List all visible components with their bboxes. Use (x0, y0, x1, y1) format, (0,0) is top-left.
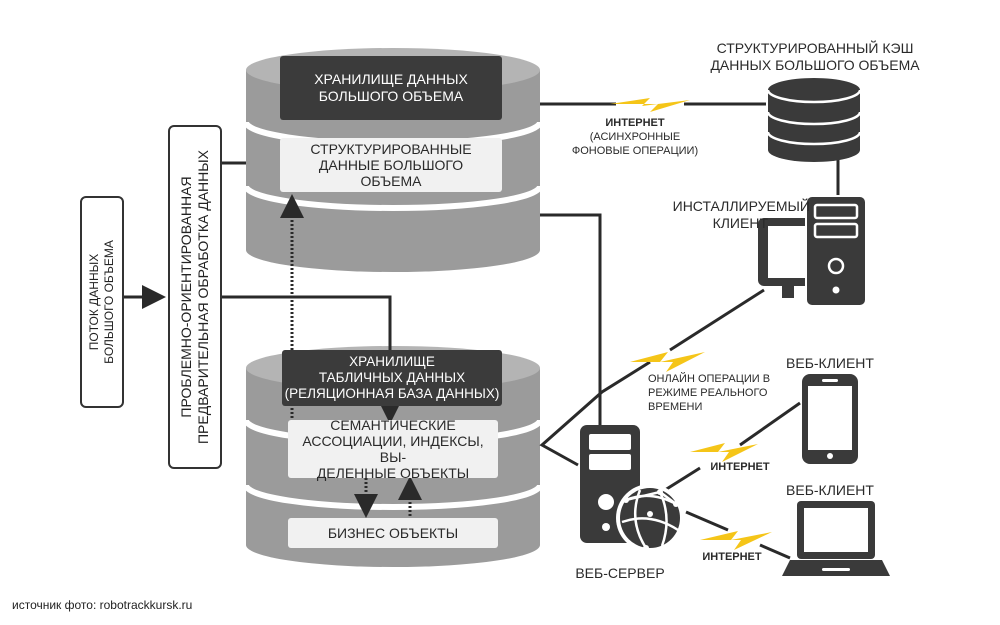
big-data-stream-box: ПОТОК ДАННЫХ БОЛЬШОГО ОБЪЕМА (80, 196, 124, 408)
big-data-stream-label: ПОТОК ДАННЫХ БОЛЬШОГО ОБЪЕМА (87, 240, 116, 364)
web-client-laptop-label: ВЕБ-КЛИЕНТ (786, 482, 874, 498)
business-objects-label: БИЗНЕС ОБЪЕКТЫ (288, 518, 498, 548)
big-data-storage-title: ХРАНИЛИЩЕ ДАННЫХ БОЛЬШОГО ОБЪЕМА (280, 56, 502, 120)
table-storage-title: ХРАНИЛИЩЕ ТАБЛИЧНЫХ ДАННЫХ (РЕЛЯЦИОННАЯ … (282, 350, 502, 406)
async-link-label: ИНТЕРНЕТ (АСИНХРОННЫЕ ФОНОВЫЕ ОПЕРАЦИИ) (571, 117, 699, 157)
photo-credit: источник фото: robotrackkursk.ru (12, 598, 193, 612)
line-web-server-to-laptop-a (685, 510, 729, 532)
tablet-icon (802, 374, 858, 464)
lightning-icon-async (610, 98, 690, 112)
cache-label: СТРУКТУРИРОВАННЫЙ КЭШ ДАННЫХ БОЛЬШОГО ОБ… (710, 40, 920, 73)
line-realtime-to-table-storage (539, 360, 651, 467)
lightning-icon-tablet-link (690, 443, 758, 462)
preprocessing-box: ПРОБЛЕМНО-ОРИЕНТИРОВАННАЯ ПРЕДВАРИТЕЛЬНА… (168, 125, 222, 469)
semantic-associations-label: СЕМАНТИЧЕСКИЕ АССОЦИАЦИИ, ИНДЕКСЫ, ВЫ- Д… (288, 417, 498, 481)
web-client-tablet-label: ВЕБ-КЛИЕНТ (786, 355, 874, 371)
web-server-label: ВЕБ-СЕРВЕР (575, 565, 665, 581)
laptop-link-label: ИНТЕРНЕТ (702, 551, 762, 563)
database-icon-cache (766, 78, 862, 162)
line-web-server-to-laptop-b (759, 543, 791, 560)
lightning-icon-laptop-link (700, 531, 772, 550)
line-installed-client-realtime-a (669, 288, 765, 352)
desktop-computer-icon (758, 195, 867, 307)
globe-icon (616, 484, 684, 552)
installed-client-label: ИНСТАЛЛИРУЕМЫЙ КЛИЕНТ (672, 198, 810, 231)
line-big-storage-to-web-server (540, 213, 602, 430)
line-web-server-to-tablet-b (739, 401, 801, 447)
line-web-server-to-tablet-a (664, 466, 701, 492)
lightning-icon-realtime (630, 352, 705, 372)
laptop-icon (782, 501, 890, 576)
preprocessing-label: ПРОБЛЕМНО-ОРИЕНТИРОВАННАЯ ПРЕДВАРИТЕЛЬНА… (178, 150, 211, 444)
tablet-link-label: ИНТЕРНЕТ (710, 461, 770, 473)
structured-data-label: СТРУКТУРИРОВАННЫЕ ДАННЫЕ БОЛЬШОГО ОБЪЕМА (280, 138, 502, 192)
realtime-link-label: ОНЛАЙН ОПЕРАЦИИ В РЕЖИМЕ РЕАЛЬНОГО ВРЕМЕ… (648, 373, 771, 413)
